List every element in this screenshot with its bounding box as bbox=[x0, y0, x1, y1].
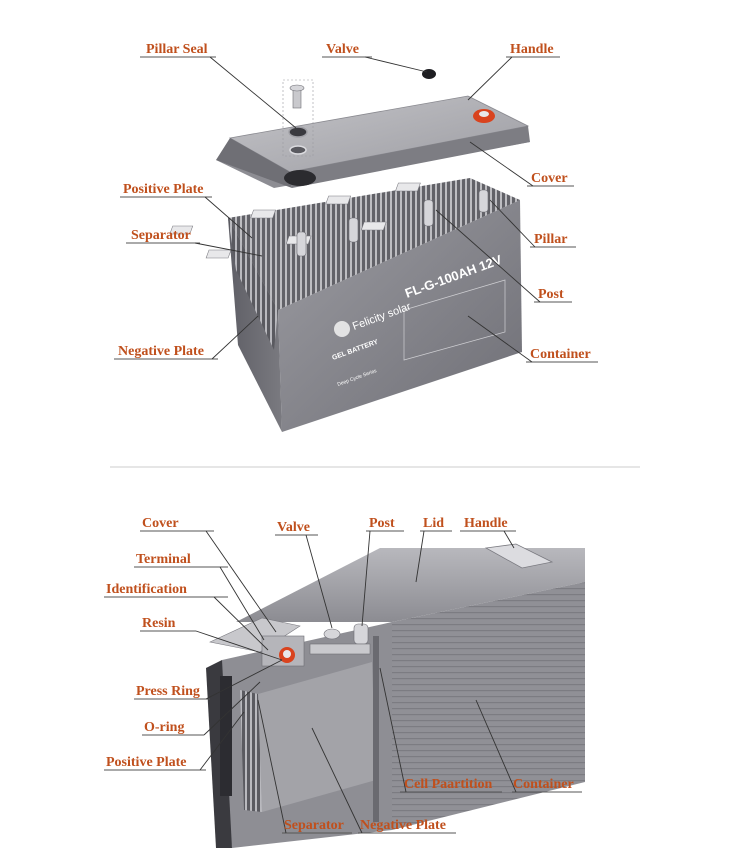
bottom-front-edge bbox=[206, 660, 232, 848]
label-bottom-handle: Handle bbox=[464, 516, 508, 531]
top-valve bbox=[422, 69, 436, 79]
top-cover-hole-large bbox=[284, 170, 316, 186]
label-bottom-cell-partition: Cell Paartition bbox=[404, 777, 492, 792]
bottom-plates-edge bbox=[240, 690, 262, 812]
top-container-front bbox=[278, 200, 522, 432]
bottom-valve bbox=[323, 628, 341, 640]
top-labels: Pillar Seal Valve Handle Cover Positive … bbox=[118, 42, 591, 362]
top-plates bbox=[228, 178, 520, 310]
label-bottom-container: Container bbox=[513, 777, 574, 792]
label-bottom-negative-plate: Negative Plate bbox=[360, 818, 446, 833]
label-bottom-lid: Lid bbox=[423, 516, 444, 531]
top-connectors bbox=[169, 182, 421, 259]
top-handle-terminal-cap bbox=[479, 111, 489, 117]
label-bottom-cover: Cover bbox=[142, 516, 179, 531]
bottom-post bbox=[353, 623, 369, 645]
label-bottom-identification: Identification bbox=[106, 582, 187, 597]
bottom-leader-lines bbox=[104, 530, 582, 834]
label-bottom-separator: Separator bbox=[284, 818, 344, 833]
bottom-container-side bbox=[392, 582, 585, 830]
top-battery-drawing: Felicity solar FL-G-100AH 12V GEL BATTER… bbox=[169, 69, 530, 432]
bottom-battery-drawing bbox=[206, 543, 585, 848]
label-bottom-positive-plate: Positive Plate bbox=[106, 755, 186, 770]
label-bottom-resin: Resin bbox=[142, 616, 176, 631]
label-bottom-post: Post bbox=[369, 516, 395, 531]
top-print-panel bbox=[403, 279, 506, 361]
label-bottom-valve: Valve bbox=[277, 520, 310, 535]
top-pillar-seal-ring bbox=[288, 126, 308, 138]
label-post: Post bbox=[538, 287, 564, 302]
label-bottom-terminal: Terminal bbox=[136, 552, 191, 567]
label-handle: Handle bbox=[510, 42, 554, 57]
top-bolt-head bbox=[289, 84, 305, 92]
label-cover: Cover bbox=[531, 171, 568, 186]
bottom-cell-partition bbox=[373, 636, 379, 822]
label-separator: Separator bbox=[131, 228, 191, 243]
top-cover-edge-left bbox=[216, 138, 292, 188]
label-bottom-o-ring: O-ring bbox=[144, 720, 184, 735]
top-cover-edge bbox=[290, 126, 530, 188]
label-negative-plate: Negative Plate bbox=[118, 344, 204, 359]
top-brand-logo bbox=[334, 321, 350, 337]
label-bottom-press-ring: Press Ring bbox=[136, 684, 200, 699]
label-valve: Valve bbox=[326, 42, 359, 57]
label-container: Container bbox=[530, 347, 591, 362]
top-leader-lines bbox=[114, 56, 598, 363]
label-pillar: Pillar bbox=[534, 232, 567, 247]
bottom-plates bbox=[258, 662, 376, 812]
bottom-connector bbox=[309, 643, 371, 655]
label-pillar-seal: Pillar Seal bbox=[146, 42, 208, 57]
top-posts bbox=[296, 189, 489, 257]
bottom-labels: Cover Valve Post Lid Handle Terminal Ide… bbox=[106, 516, 574, 833]
bottom-press-ring-core bbox=[283, 650, 291, 658]
top-cover-hole-mid bbox=[289, 145, 307, 155]
bottom-lid bbox=[236, 548, 585, 622]
bottom-handle bbox=[484, 543, 554, 569]
top-plates-side bbox=[228, 218, 278, 350]
label-positive-plate: Positive Plate bbox=[123, 182, 203, 197]
top-bolt-guide bbox=[282, 79, 314, 157]
